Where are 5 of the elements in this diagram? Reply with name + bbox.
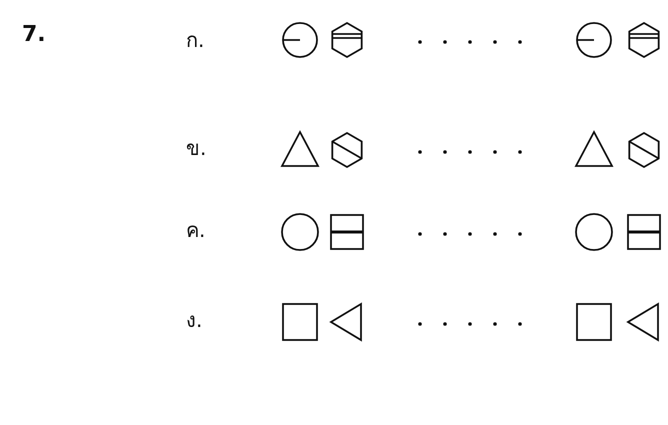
- question-number: 7.: [22, 24, 46, 46]
- option-label: ง.: [186, 310, 202, 330]
- option-label: ก.: [186, 30, 204, 50]
- option-label: ค.: [186, 220, 206, 240]
- option-label: ข.: [186, 138, 206, 158]
